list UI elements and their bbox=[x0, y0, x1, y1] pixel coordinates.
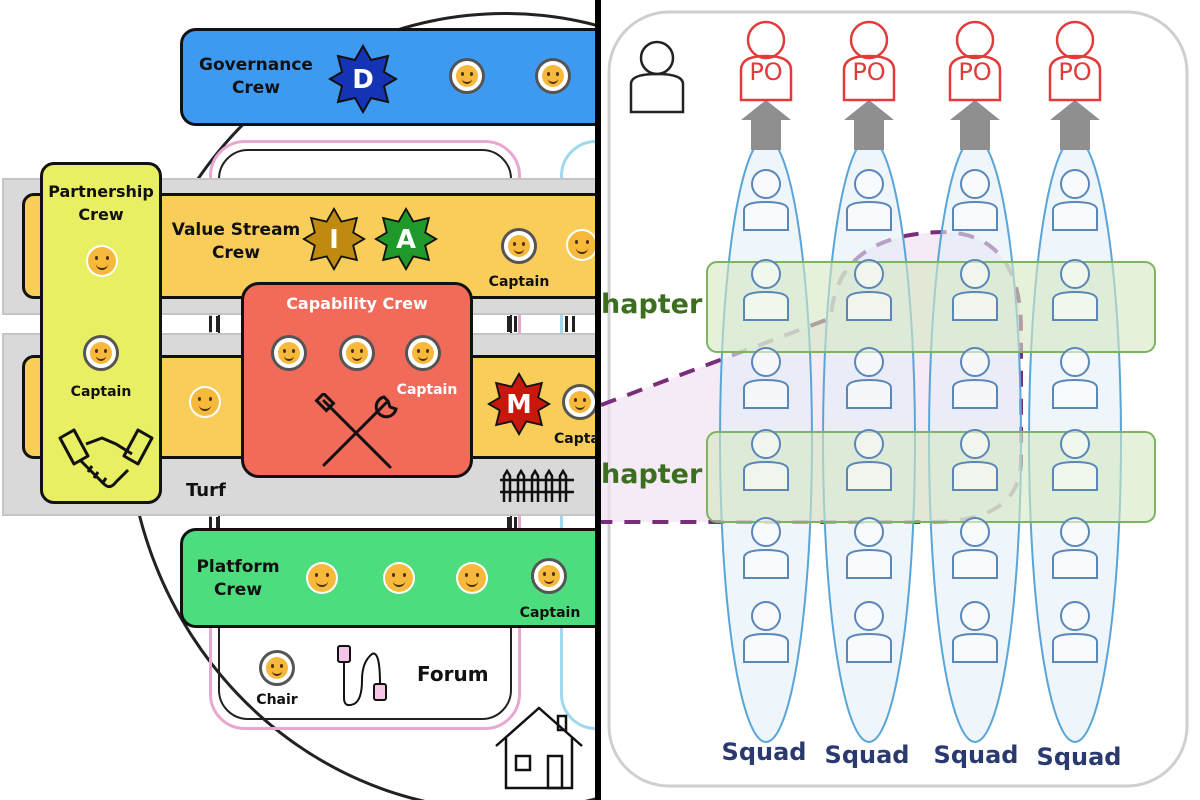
captain-emoji bbox=[405, 335, 441, 371]
arrow-up bbox=[950, 100, 1000, 150]
squad-label: Squad bbox=[824, 741, 910, 769]
arrow-up bbox=[741, 100, 791, 150]
captain-label: Captain bbox=[70, 384, 132, 400]
squad-member-icon bbox=[952, 517, 998, 579]
squad-member-icon bbox=[846, 601, 892, 663]
connector bbox=[507, 517, 510, 529]
capability-crew bbox=[241, 282, 473, 478]
connector bbox=[507, 316, 510, 332]
badge-a: A bbox=[374, 207, 438, 271]
connector bbox=[565, 316, 568, 332]
captain-emoji bbox=[531, 558, 567, 594]
member-emoji bbox=[566, 229, 597, 261]
member-emoji bbox=[189, 386, 221, 418]
member-emoji bbox=[271, 335, 307, 371]
po-person bbox=[1048, 20, 1102, 102]
svg-text:A: A bbox=[396, 225, 416, 255]
squad-member-icon bbox=[952, 429, 998, 491]
squad-member-icon bbox=[1052, 517, 1098, 579]
captain-label: Capta bbox=[554, 431, 597, 447]
turf-label: Turf bbox=[186, 480, 226, 501]
capability-crew-title: Capability Crew bbox=[286, 294, 428, 313]
squad-member-icon bbox=[1052, 601, 1098, 663]
squad-label: Squad bbox=[933, 741, 1019, 769]
captain-label: Captain bbox=[396, 382, 458, 398]
member-emoji bbox=[86, 245, 118, 277]
fence-icon bbox=[500, 468, 574, 502]
handshake-icon bbox=[58, 428, 154, 489]
right-diagram: PO PO PO PO hapter hapter Squad Squad Sq… bbox=[601, 0, 1200, 800]
squad-member-icon bbox=[952, 169, 998, 231]
squad-label: Squad bbox=[1036, 743, 1122, 771]
po-person bbox=[842, 20, 896, 102]
connector bbox=[209, 517, 212, 529]
captain-emoji bbox=[501, 228, 537, 264]
partnership-crew bbox=[40, 162, 162, 504]
squad-member-icon bbox=[846, 169, 892, 231]
captain-label: Captain bbox=[488, 274, 550, 290]
cable-icon bbox=[337, 645, 387, 707]
squad-member-icon bbox=[1052, 169, 1098, 231]
po-person bbox=[739, 20, 793, 102]
po-label: PO bbox=[749, 58, 782, 86]
member-emoji bbox=[306, 562, 338, 594]
svg-text:D: D bbox=[352, 65, 374, 95]
squad-member-icon bbox=[952, 259, 998, 321]
squad-member-icon bbox=[1052, 429, 1098, 491]
member-emoji bbox=[449, 58, 485, 94]
squad-member-icon bbox=[743, 259, 789, 321]
badge-i: I bbox=[302, 207, 366, 271]
squad-member-icon bbox=[743, 517, 789, 579]
connector bbox=[209, 316, 212, 332]
chair-label: Chair bbox=[256, 692, 298, 708]
po-label: PO bbox=[852, 58, 885, 86]
squad-chapter-diagram: PO PO PO PO bbox=[601, 10, 1189, 788]
po-label: PO bbox=[1058, 58, 1091, 86]
squad-member-icon bbox=[743, 601, 789, 663]
chapter-band bbox=[706, 261, 1156, 353]
squad-member-icon bbox=[1052, 347, 1098, 409]
captain-emoji bbox=[83, 335, 119, 371]
chapter-label: hapter bbox=[601, 459, 703, 490]
badge-d: D bbox=[328, 44, 398, 114]
member-emoji bbox=[456, 562, 488, 594]
person-icon bbox=[629, 40, 685, 114]
squad-member-icon bbox=[743, 429, 789, 491]
house-icon bbox=[495, 706, 583, 790]
po-label: PO bbox=[958, 58, 991, 86]
squad-member-icon bbox=[846, 347, 892, 409]
chapter-label: hapter bbox=[601, 289, 703, 320]
squad-member-icon bbox=[846, 259, 892, 321]
captain-label: Captain bbox=[519, 605, 581, 621]
member-emoji bbox=[339, 335, 375, 371]
svg-text:M: M bbox=[506, 390, 531, 420]
squad-member-icon bbox=[743, 169, 789, 231]
squad-label: Squad bbox=[721, 738, 807, 766]
squad-member-icon bbox=[743, 347, 789, 409]
forum-label: Forum bbox=[417, 662, 489, 686]
arrow-up bbox=[1050, 100, 1100, 150]
chapter-band bbox=[706, 431, 1156, 523]
member-emoji bbox=[383, 562, 415, 594]
member-emoji bbox=[535, 58, 571, 94]
squad-member-icon bbox=[952, 601, 998, 663]
squad-member-icon bbox=[846, 517, 892, 579]
squad-member-icon bbox=[952, 347, 998, 409]
divider bbox=[595, 0, 601, 800]
svg-text:I: I bbox=[329, 225, 339, 255]
badge-m: M bbox=[487, 372, 551, 436]
captain-emoji bbox=[562, 384, 597, 420]
squad-member-icon bbox=[846, 429, 892, 491]
po-person bbox=[948, 20, 1002, 102]
chair-emoji bbox=[259, 650, 295, 686]
arrow-up bbox=[844, 100, 894, 150]
tools-icon bbox=[314, 393, 398, 469]
squad-member-icon bbox=[1052, 259, 1098, 321]
